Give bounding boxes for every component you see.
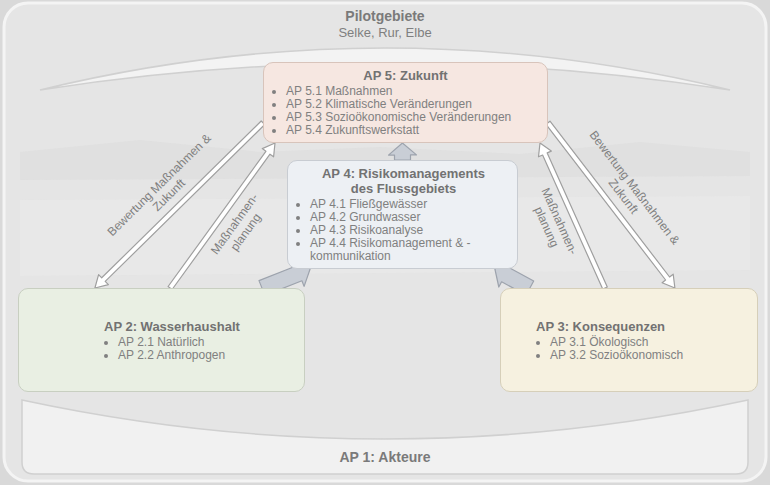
bullet-item: AP 4.2 Grundwasser: [310, 211, 511, 224]
box-heading: AP 4: Risikomanagements des Flussgebiets: [311, 166, 496, 196]
actors-band: [22, 400, 748, 474]
process-box: AP 5: Zukunft AP 5.1 MaßnahmenAP 5.2 Klim…: [263, 62, 548, 143]
box-heading: AP 2: Wasserhaushalt: [104, 319, 296, 334]
bullet-item: AP 5.1 Maßnahmen: [286, 85, 539, 98]
edge-label: Bewertung Maßnahmen & Zukunft: [572, 124, 686, 260]
bullet-item: AP 2.1 Natürlich: [118, 336, 296, 349]
arrow-connector: [389, 143, 417, 160]
bullet-item: AP 3.2 Sozioökonomisch: [550, 349, 749, 362]
bullet-list: AP 4.1 FließgewässerAP 4.2 GrundwasserAP…: [296, 198, 511, 263]
edge-label: Maßnahmen- planung: [207, 190, 272, 265]
bullet-list: AP 2.1 NatürlichAP 2.2 Anthropogen: [104, 336, 296, 362]
box-heading: AP 3: Konsequenzen: [536, 319, 749, 334]
frame-panel: [4, 3, 766, 481]
bullet-list: AP 3.1 ÖkologischAP 3.2 Sozioökonomisch: [536, 336, 749, 362]
bullet-item: AP 4.1 Fließgewässer: [310, 198, 511, 211]
bullet-item: AP 2.2 Anthropogen: [118, 349, 296, 362]
bullet-list: AP 5.1 MaßnahmenAP 5.2 Klimatische Verän…: [272, 85, 539, 137]
box-heading: AP 5: Zukunft: [272, 68, 539, 83]
process-box: AP 3: Konsequenzen AP 3.1 ÖkologischAP 3.…: [500, 288, 758, 392]
edge-label: Maßnahmen- planung: [526, 186, 581, 263]
process-box: AP 2: Wasserhaushalt AP 2.1 NatürlichAP 2…: [18, 288, 305, 392]
bullet-item: AP 4.3 Risikoanalyse: [310, 224, 511, 237]
bullet-item: AP 4.4 Risikomanagement & -kommunikation: [310, 237, 511, 263]
region-band: PilotgebieteSelke, Rur, Elbe: [270, 5, 500, 45]
bullet-item: AP 3.1 Ökologisch: [550, 336, 749, 349]
edge-label: Bewertung Maßnahmen & Zukunft: [100, 127, 227, 252]
bullet-item: AP 5.2 Klimatische Veränderungen: [286, 98, 539, 111]
region-title: AP 1: Akteure: [304, 449, 466, 466]
bullet-item: AP 5.3 Sozioökonomische Veränderungen: [286, 111, 539, 124]
actors-band-label: AP 1: Akteure: [300, 446, 470, 470]
region-subtitle: Selke, Rur, Elbe: [274, 25, 496, 41]
process-box: AP 4: Risikomanagements des Flussgebiets…: [287, 160, 518, 269]
region-title: Pilotgebiete: [274, 8, 496, 25]
bullet-item: AP 5.4 Zukunftswerkstatt: [286, 124, 539, 137]
